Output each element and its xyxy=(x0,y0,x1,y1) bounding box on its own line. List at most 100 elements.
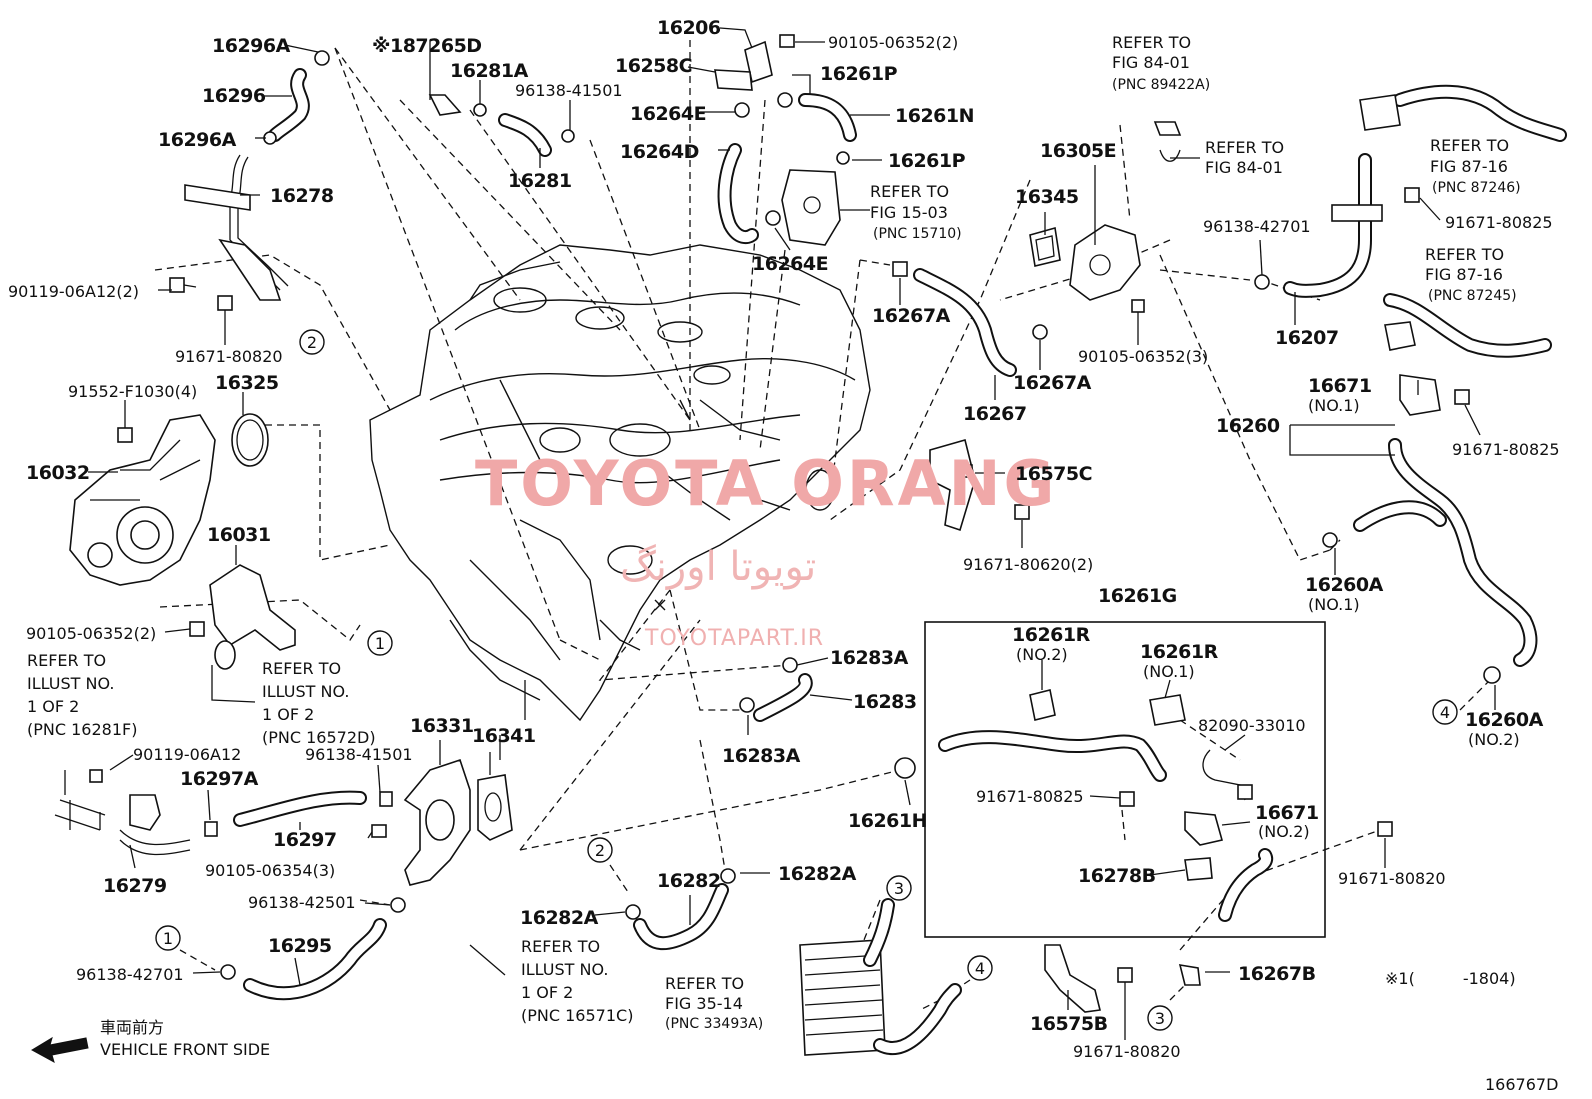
label-91671-80820-top: 91671-80820 xyxy=(175,347,283,366)
label-16261n: 16261N xyxy=(895,105,974,127)
watermark: TOYOTA ORANG تویوتا اورنگ TOYOTAPART.IR xyxy=(475,447,1057,651)
label-16032: 16032 xyxy=(26,462,90,484)
label-16297a: 16297A xyxy=(180,768,259,790)
label-16282a-r: 16282A xyxy=(778,863,857,885)
label-96138-42701-left: 96138-42701 xyxy=(76,965,184,984)
label-16264d: 16264D xyxy=(620,141,699,163)
svg-text:(PNC 16572D): (PNC 16572D) xyxy=(262,728,376,747)
svg-text:REFER TO: REFER TO xyxy=(1430,136,1509,155)
label-16267b: 16267B xyxy=(1238,963,1316,985)
svg-text:(PNC 16571C): (PNC 16571C) xyxy=(521,1006,633,1025)
svg-text:(PNC 87246): (PNC 87246) xyxy=(1432,180,1521,196)
svg-text:(PNC 89422A): (PNC 89422A) xyxy=(1112,77,1210,93)
svg-text:(PNC 16281F): (PNC 16281F) xyxy=(27,720,137,739)
label-16267: 16267 xyxy=(963,403,1027,425)
footer: 車両前方 VEHICLE FRONT SIDE ※1( -1804) 16676… xyxy=(30,969,1558,1094)
label-16671-no2: 16671 xyxy=(1255,802,1319,824)
label-16575b: 16575B xyxy=(1030,1013,1108,1035)
svg-text:REFER TO: REFER TO xyxy=(665,974,744,993)
svg-text:REFER TO: REFER TO xyxy=(1425,245,1504,264)
label-82090-33010: 82090-33010 xyxy=(1198,716,1306,735)
svg-text:ILLUST NO.: ILLUST NO. xyxy=(27,674,114,693)
svg-text:1 OF 2: 1 OF 2 xyxy=(27,697,79,716)
ref-illust-16571c: REFER TO ILLUST NO. 1 OF 2 (PNC 16571C) xyxy=(521,937,633,1025)
label-16261r-no1: 16261R xyxy=(1140,641,1219,663)
svg-text:REFER TO: REFER TO xyxy=(521,937,600,956)
svg-text:2: 2 xyxy=(595,841,605,860)
label-16331: 16331 xyxy=(410,715,474,737)
label-16206: 16206 xyxy=(657,17,721,39)
label-16260: 16260 xyxy=(1216,415,1280,437)
label-16260a-no1: 16260A xyxy=(1305,574,1384,596)
label-16279: 16279 xyxy=(103,875,167,897)
ref-fig-35-14: REFER TO FIG 35-14 (PNC 33493A) xyxy=(665,974,763,1032)
label-16341: 16341 xyxy=(472,725,536,747)
label-16283a-bot: 16283A xyxy=(722,745,801,767)
label-16325: 16325 xyxy=(215,372,279,394)
svg-text:REFER TO: REFER TO xyxy=(262,659,341,678)
svg-text:2: 2 xyxy=(307,333,317,352)
label-16278b: 16278B xyxy=(1078,865,1156,887)
ref-fig-15-03: REFER TO FIG 15-03 (PNC 15710) xyxy=(870,182,962,242)
label-16296a-top: 16296A xyxy=(212,35,291,57)
label-90105-06354: 90105-06354(3) xyxy=(205,861,335,880)
label-16295: 16295 xyxy=(268,935,332,957)
label-16261p-mid: 16261P xyxy=(888,150,966,172)
bolt-icon xyxy=(217,295,233,322)
label-91671-80820-bot: 91671-80820 xyxy=(1073,1042,1181,1061)
label-16267a-top: 16267A xyxy=(872,305,951,327)
label-16264e-mid: 16264E xyxy=(752,253,828,275)
part-sketches xyxy=(54,34,1567,1056)
label-91671-80825-r1: 91671-80825 xyxy=(1445,213,1553,232)
label-16283: 16283 xyxy=(853,691,917,713)
label-90105-06352-3: 90105-06352(3) xyxy=(1078,347,1208,366)
svg-text:REFER TO: REFER TO xyxy=(1112,33,1191,52)
leader-lines xyxy=(64,27,1496,1040)
svg-text:REFER TO: REFER TO xyxy=(870,182,949,201)
watermark-brand: TOYOTA ORANG xyxy=(475,447,1057,520)
label-16296a-mid: 16296A xyxy=(158,129,237,151)
figure-references: REFER TO FIG 84-01 (PNC 89422A) REFER TO… xyxy=(665,33,1521,1032)
vehicle-front-jp: 車両前方 xyxy=(100,1018,164,1037)
svg-text:1: 1 xyxy=(375,634,385,653)
svg-text:FIG 87-16: FIG 87-16 xyxy=(1425,265,1503,284)
svg-text:(PNC 87245): (PNC 87245) xyxy=(1428,288,1517,304)
label-90119-06a12-2: 90119-06A12(2) xyxy=(8,282,139,301)
label-96138-42501: 96138-42501 xyxy=(248,893,356,912)
label-16575c: 16575C xyxy=(1015,463,1092,485)
label-91671-80620: 91671-80620(2) xyxy=(963,555,1093,574)
sublabel-no1-c: (NO.1) xyxy=(1143,662,1195,681)
label-91671-80825-r2: 91671-80825 xyxy=(1452,440,1560,459)
label-16671-no1: 16671 xyxy=(1308,375,1372,397)
svg-text:FIG 15-03: FIG 15-03 xyxy=(870,203,948,222)
sublabel-no2-b: (NO.2) xyxy=(1258,822,1310,841)
label-91671-80825-box: 91671-80825 xyxy=(976,787,1084,806)
label-91552: 91552-F1030(4) xyxy=(68,382,197,401)
label-16281: 16281 xyxy=(508,170,572,192)
svg-text:REFER TO: REFER TO xyxy=(1205,138,1284,157)
ref-illust-16281f: REFER TO ILLUST NO. 1 OF 2 (PNC 16281F) xyxy=(27,651,137,739)
label-16345: 16345 xyxy=(1015,186,1079,208)
sub-labels: (NO.1) (NO.1) (NO.2) (NO.1) (NO.2) (NO.2… xyxy=(1016,396,1520,841)
label-16305e: 16305E xyxy=(1040,140,1116,162)
detail-box-16261g xyxy=(924,621,1393,938)
label-16264e-top: 16264E xyxy=(630,103,706,125)
label-16261g: 16261G xyxy=(1098,585,1177,607)
label-187265d: ※187265D xyxy=(372,35,482,57)
label-16278: 16278 xyxy=(270,185,334,207)
label-16261r-no2: 16261R xyxy=(1012,624,1091,646)
ref-fig-84-01-b: REFER TO FIG 84-01 xyxy=(1205,138,1284,177)
callouts: 1 1 2 2 3 3 4 4 xyxy=(155,329,1458,1031)
ref-fig-87-16-b: REFER TO FIG 87-16 (PNC 87245) xyxy=(1425,245,1517,304)
figure-id: 166767D xyxy=(1485,1075,1558,1094)
svg-text:ILLUST NO.: ILLUST NO. xyxy=(521,960,608,979)
sublabel-no2-c: (NO.2) xyxy=(1468,730,1520,749)
label-96138-41501-top: 96138-41501 xyxy=(515,81,623,100)
label-16267a-mid: 16267A xyxy=(1013,372,1092,394)
label-16297: 16297 xyxy=(273,829,337,851)
svg-text:REFER TO: REFER TO xyxy=(27,651,106,670)
label-16283a-top: 16283A xyxy=(830,647,909,669)
ref-illust-16572d: REFER TO ILLUST NO. 1 OF 2 (PNC 16572D) xyxy=(262,659,376,747)
callout-2b: 2 xyxy=(587,837,613,863)
